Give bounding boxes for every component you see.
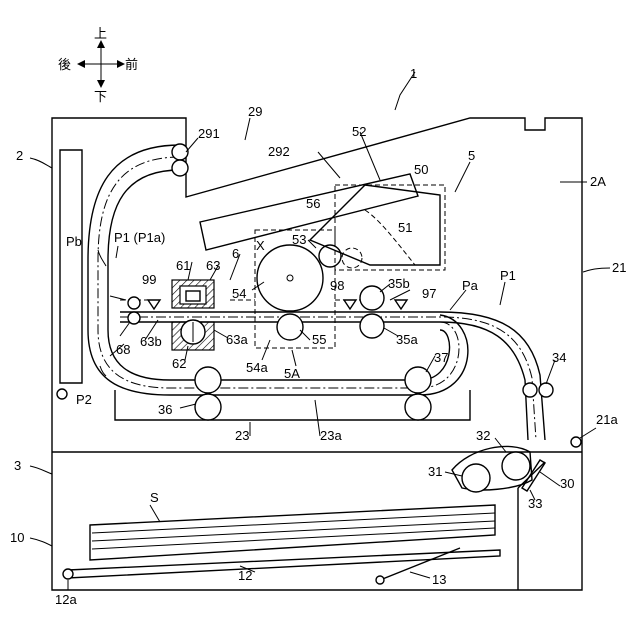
ref-63: 63 — [206, 258, 220, 273]
ref-68: 68 — [116, 342, 130, 357]
ref-33: 33 — [528, 496, 542, 511]
ref-2: 2 — [16, 148, 23, 163]
ref-12a: 12a — [55, 592, 77, 607]
ref-291: 291 — [198, 126, 220, 141]
ref-54: 54 — [232, 286, 246, 301]
ref-23: 23 — [235, 428, 249, 443]
rollers-34 — [523, 383, 553, 397]
direction-indicator: 上 下 後 前 — [58, 27, 138, 105]
ref-Pb: Pb — [66, 234, 82, 249]
ref-55: 55 — [312, 332, 326, 347]
ref-54a: 54a — [246, 360, 268, 375]
ref-52: 52 — [352, 124, 366, 139]
ref-50: 50 — [414, 162, 428, 177]
ref-Pa: Pa — [462, 278, 479, 293]
ref-35b: 35b — [388, 276, 410, 291]
ref-29: 29 — [248, 104, 262, 119]
ref-35a: 35a — [396, 332, 418, 347]
rollers-36 — [195, 367, 221, 420]
ref-56: 56 — [306, 196, 320, 211]
ref-12: 12 — [238, 568, 252, 583]
ref-31: 31 — [428, 464, 442, 479]
ref-51: 51 — [398, 220, 412, 235]
direction-rear: 後 — [58, 58, 71, 73]
ref-63a: 63a — [226, 332, 248, 347]
direction-front: 前 — [125, 57, 138, 73]
direction-down: 下 — [94, 90, 107, 105]
pivot-21a — [571, 437, 581, 447]
ref-62: 62 — [172, 356, 186, 371]
ref-S: S — [150, 490, 159, 505]
ref-2A: 2A — [590, 174, 606, 189]
ref-97: 97 — [422, 286, 436, 301]
ref-32: 32 — [476, 428, 490, 443]
ref-6: 6 — [232, 246, 239, 261]
ref-99: 99 — [142, 272, 156, 287]
ref-10: 10 — [10, 530, 24, 545]
ref-292: 292 — [268, 144, 290, 159]
ref-61: 61 — [176, 258, 190, 273]
reference-labels: 1 2 2A 3 5 5A 6 10 12 12a 13 21 21a 23 2… — [10, 66, 626, 607]
ref-30: 30 — [560, 476, 574, 491]
unit-6 — [172, 280, 214, 350]
rollers-68 — [128, 297, 140, 324]
ref-37: 37 — [434, 350, 448, 365]
ref-21a: 21a — [596, 412, 618, 427]
feed-unit-30 — [452, 446, 545, 492]
main-body-housing — [52, 118, 582, 590]
ref-63b: 63b — [140, 334, 162, 349]
ref-53: 53 — [292, 232, 306, 247]
ref-36: 36 — [158, 402, 172, 417]
direction-up: 上 — [94, 27, 107, 42]
ref-P1-right: P1 — [500, 268, 516, 283]
ref-13: 13 — [432, 572, 446, 587]
leader-lines — [30, 72, 610, 590]
ref-P1a: P1 (P1a) — [114, 230, 165, 245]
ref-5: 5 — [468, 148, 475, 163]
ref-P2: P2 — [76, 392, 92, 407]
rollers-37 — [405, 367, 431, 420]
ref-98: 98 — [330, 278, 344, 293]
ref-X: X — [256, 238, 265, 253]
ref-21: 21 — [612, 260, 626, 275]
ref-5A: 5A — [284, 366, 300, 381]
ref-1: 1 — [410, 66, 417, 81]
ref-34: 34 — [552, 350, 566, 365]
pivot-p2 — [57, 389, 67, 399]
ref-23a: 23a — [320, 428, 342, 443]
ref-3: 3 — [14, 458, 21, 473]
